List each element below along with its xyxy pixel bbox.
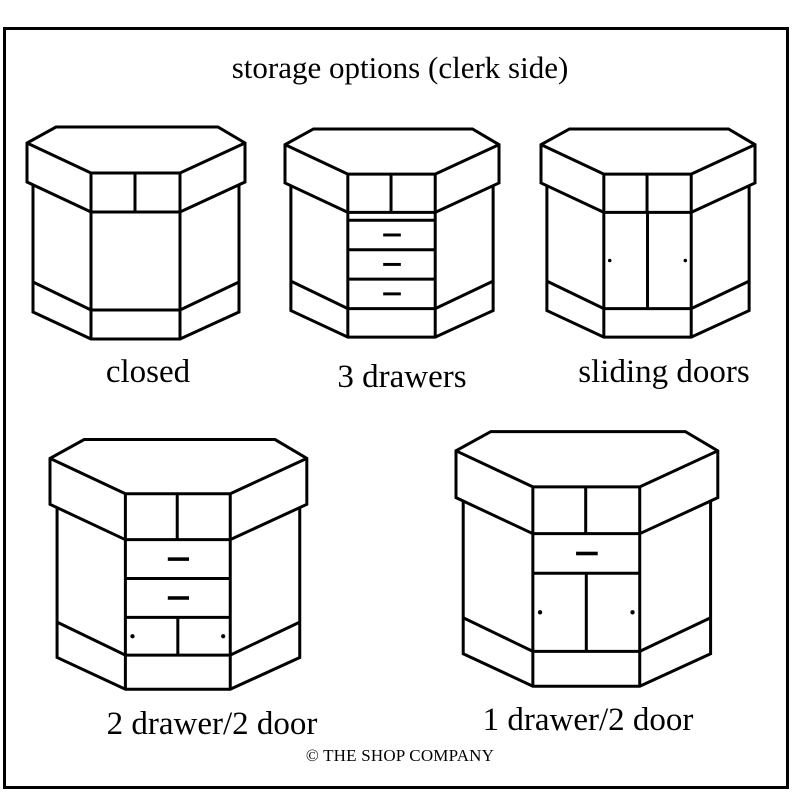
door-knob xyxy=(630,610,635,615)
outer-border xyxy=(3,27,789,789)
copyright-notice: © THE SHOP COMPANY xyxy=(305,746,495,765)
door-knob xyxy=(683,258,688,263)
drawer-handle xyxy=(383,262,401,266)
door-knob xyxy=(607,258,612,263)
cabinet-body xyxy=(541,129,755,337)
cabinet-1-drawer-2-door xyxy=(456,431,719,688)
label-1-drawer-2-door: 1 drawer/2 door xyxy=(482,702,694,738)
cabinet-fronts xyxy=(348,220,435,296)
cabinet-body xyxy=(285,129,499,337)
drawer-handle xyxy=(167,557,190,561)
label-closed: closed xyxy=(105,354,191,390)
cabinet-fronts xyxy=(125,557,230,655)
cabinet-body xyxy=(27,127,245,339)
drawer-handle xyxy=(383,233,401,237)
drawer-handle xyxy=(383,292,401,296)
door-knob xyxy=(130,634,135,639)
cabinet-fronts xyxy=(607,212,688,308)
cabinet-sliding-doors xyxy=(541,127,756,340)
drawer-handle xyxy=(167,596,190,600)
cabinet-closed xyxy=(27,127,246,340)
cabinet-3-drawers xyxy=(285,127,500,340)
cabinet-body xyxy=(456,432,718,687)
cabinet-2-drawer-2-door xyxy=(50,437,308,693)
label-3-drawers: 3 drawers xyxy=(337,359,467,395)
label-sliding-doors: sliding doors xyxy=(578,354,750,390)
drawer-handle xyxy=(576,551,598,556)
cabinet-fronts xyxy=(533,551,640,652)
door-knob xyxy=(537,610,543,615)
door-knob xyxy=(221,634,226,639)
label-2-drawer-2-door: 2 drawer/2 door xyxy=(106,706,318,742)
cabinet-body xyxy=(50,440,307,690)
diagram-title: storage options (clerk side) xyxy=(231,50,569,85)
